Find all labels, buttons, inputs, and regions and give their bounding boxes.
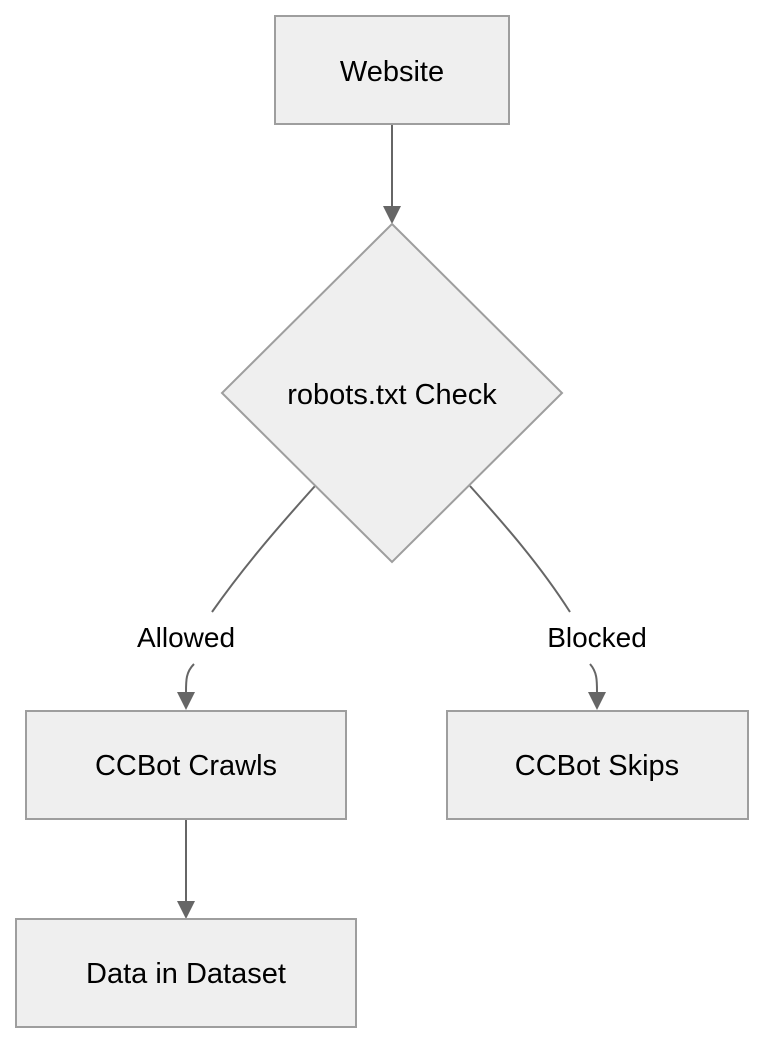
decision-diamond	[220, 222, 564, 564]
edge-crawls-to-dataset	[177, 819, 195, 919]
edge-website-to-robots-check	[383, 124, 401, 224]
edge-line	[185, 663, 195, 693]
node-box	[446, 710, 749, 820]
node-website: Website	[274, 15, 510, 125]
edge-line	[589, 663, 598, 693]
node-box	[15, 918, 357, 1028]
node-label-ccbot-skips: CCBot Skips	[515, 750, 679, 782]
edge-allowed: Allowed	[137, 485, 316, 710]
edge-line	[211, 485, 316, 613]
node-label-website: Website	[340, 56, 444, 88]
node-box	[25, 710, 347, 820]
node-label-robots-check: robots.txt Check	[287, 379, 497, 411]
node-label-data-in-dataset: Data in Dataset	[86, 958, 286, 990]
node-box	[274, 15, 510, 125]
edge-label-blocked: Blocked	[547, 622, 647, 653]
arrow-head	[588, 692, 606, 710]
node-ccbot-skips: CCBot Skips	[446, 710, 749, 820]
arrow-head	[383, 206, 401, 224]
node-label-ccbot-crawls: CCBot Crawls	[95, 750, 277, 782]
node-robots-check: robots.txt Check	[220, 222, 564, 564]
arrow-head	[177, 692, 195, 710]
arrow-head	[177, 901, 195, 919]
edge-blocked: Blocked	[469, 485, 647, 710]
edge-line	[469, 485, 571, 613]
edge-label-allowed: Allowed	[137, 622, 235, 653]
node-ccbot-crawls: CCBot Crawls	[25, 710, 347, 820]
node-data-in-dataset: Data in Dataset	[15, 918, 357, 1028]
